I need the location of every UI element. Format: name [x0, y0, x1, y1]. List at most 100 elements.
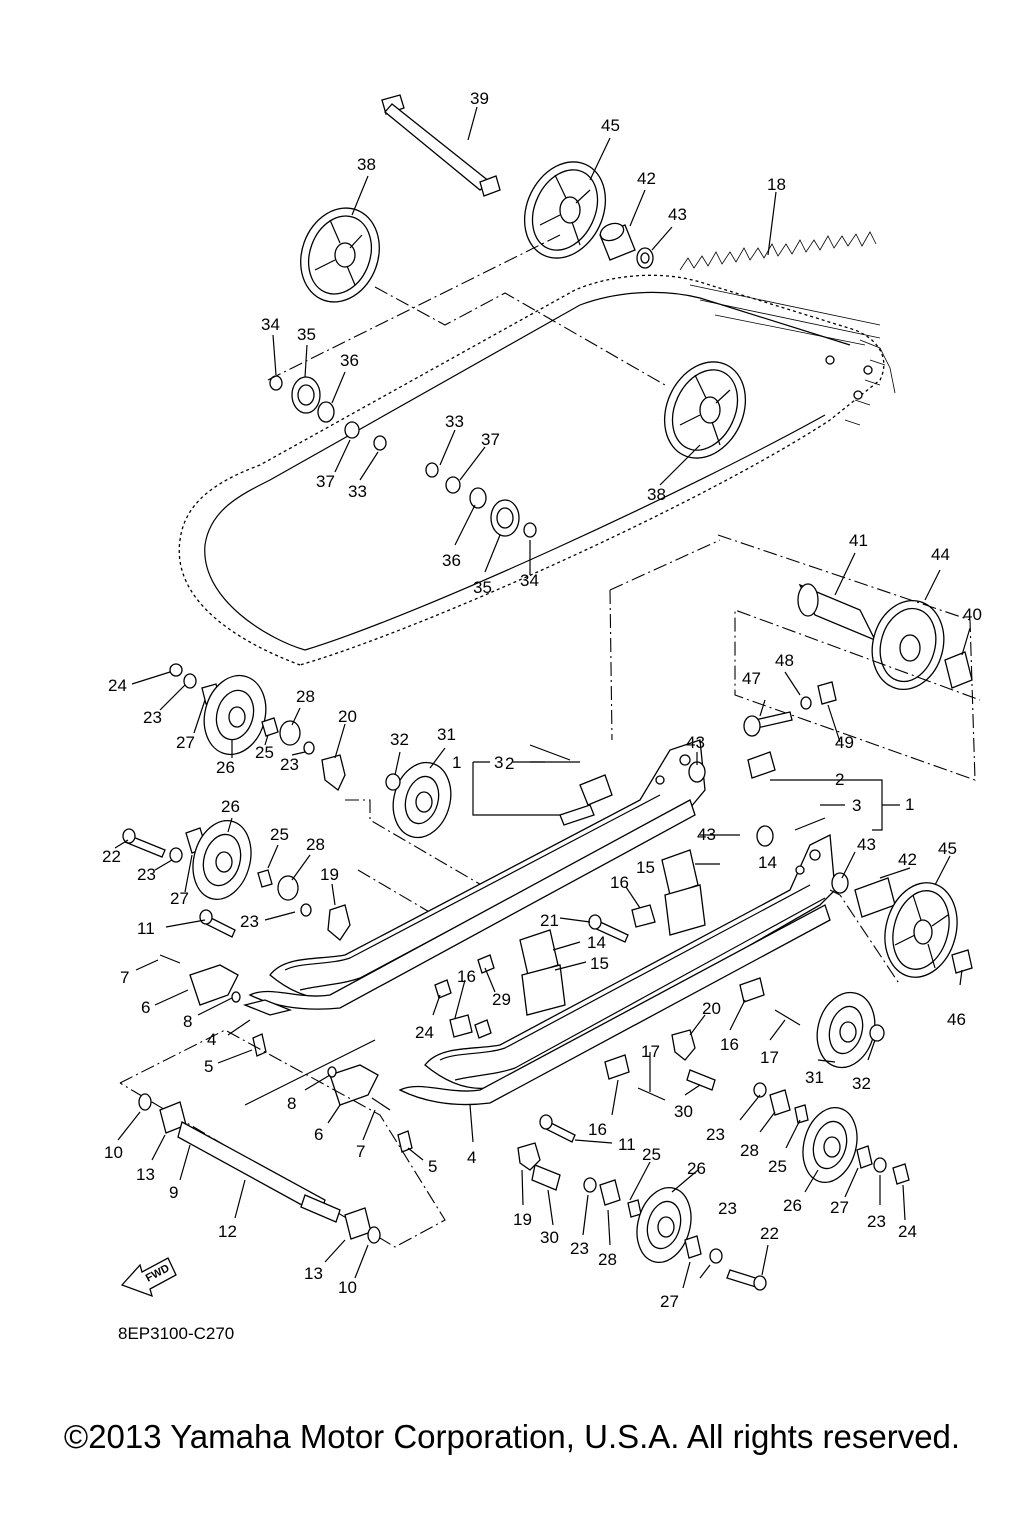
callout-14: 14: [758, 853, 777, 872]
callout-27: 27: [660, 1292, 679, 1311]
callout-23: 23: [867, 1212, 886, 1231]
callout-39: 39: [470, 89, 489, 108]
left-wheel-group: [122, 663, 491, 941]
callout-17: 17: [760, 1048, 779, 1067]
callout-16: 16: [610, 873, 629, 892]
rear-axle-assembly: [267, 94, 747, 538]
callout-19: 19: [320, 865, 339, 884]
callout-8: 8: [287, 1094, 296, 1113]
callout-22: 22: [760, 1224, 779, 1243]
callout-35: 35: [297, 325, 316, 344]
front-axle-assembly: [119, 1029, 446, 1248]
callout-49: 49: [835, 733, 854, 752]
track-belt: [178, 231, 896, 666]
callout-5: 5: [428, 1157, 437, 1176]
callout-23: 23: [240, 912, 259, 931]
callout-33: 33: [445, 412, 464, 431]
callout-11: 11: [137, 919, 155, 938]
callout-23: 23: [137, 865, 156, 884]
callout-2: 2: [505, 754, 514, 773]
right-wheel-group: [583, 877, 973, 1291]
callout-46: 46: [947, 1010, 966, 1029]
callout-28: 28: [598, 1250, 617, 1269]
callout-32: 32: [852, 1074, 871, 1093]
callout-29: 29: [492, 990, 511, 1009]
callout-10: 10: [104, 1143, 123, 1162]
callout-38: 38: [647, 485, 666, 504]
callout-23: 23: [718, 1199, 737, 1218]
callout-23: 23: [706, 1125, 725, 1144]
callout-24: 24: [108, 676, 127, 695]
callout-27: 27: [170, 889, 189, 908]
callout-7: 7: [356, 1142, 365, 1161]
callout-12: 12: [218, 1222, 237, 1241]
callout-24: 24: [415, 1023, 434, 1042]
slide-rail-right: [398, 833, 836, 1106]
callout-31: 31: [805, 1068, 824, 1087]
callout-4: 4: [467, 1148, 476, 1167]
callout-28: 28: [296, 687, 315, 706]
callout-34: 34: [520, 571, 539, 590]
callout-30: 30: [540, 1228, 559, 1247]
callout-labels: 39 45 38 42 43 18 34 35 36 33 37 37 33 3…: [102, 89, 982, 1311]
callout-9: 9: [169, 1183, 178, 1202]
callout-36: 36: [340, 351, 359, 370]
rail-hardware: [159, 744, 849, 1191]
callout-19: 19: [513, 1210, 532, 1229]
forward-direction-icon: FWD: [120, 1257, 177, 1298]
callout-23: 23: [570, 1239, 589, 1258]
callout-37: 37: [481, 430, 500, 449]
callout-43: 43: [668, 205, 687, 224]
callout-15: 15: [636, 858, 655, 877]
callout-16: 16: [720, 1035, 739, 1054]
callout-6: 6: [314, 1125, 323, 1144]
callout-5: 5: [204, 1057, 213, 1076]
callout-31: 31: [437, 725, 456, 744]
callout-27: 27: [176, 733, 195, 752]
callout-1: 1: [905, 795, 914, 814]
callout-7: 7: [120, 968, 129, 987]
callout-13: 13: [136, 1165, 155, 1184]
idler-wheel-45-upper: [523, 161, 607, 259]
callout-14: 14: [587, 933, 606, 952]
callout-16: 16: [457, 967, 476, 986]
callout-26: 26: [221, 797, 240, 816]
callout-13: 13: [304, 1264, 323, 1283]
callout-23: 23: [280, 755, 299, 774]
callout-35: 35: [473, 578, 492, 597]
callout-30: 30: [674, 1102, 693, 1121]
idler-wheel-38-lower: [663, 361, 747, 459]
upper-shaft-assembly: [609, 534, 981, 781]
callout-10: 10: [338, 1278, 357, 1297]
callout-26: 26: [783, 1196, 802, 1215]
callout-41: 41: [849, 531, 868, 550]
callout-26: 26: [687, 1159, 706, 1178]
callout-25: 25: [270, 825, 289, 844]
callout-25: 25: [255, 743, 274, 762]
idler-wheel-38-upper: [300, 207, 380, 303]
callout-3: 3: [494, 753, 503, 772]
bolt-group-47-49: [743, 681, 837, 737]
callout-20: 20: [702, 999, 721, 1018]
callout-48: 48: [775, 651, 794, 670]
callout-37: 37: [316, 472, 335, 491]
callout-15: 15: [590, 954, 609, 973]
callout-27: 27: [830, 1198, 849, 1217]
callout-21: 21: [540, 911, 559, 930]
callout-45: 45: [601, 116, 620, 135]
callout-45: 45: [938, 839, 957, 858]
callout-6: 6: [141, 998, 150, 1017]
callout-16: 16: [588, 1120, 607, 1139]
leader-lines: [114, 106, 971, 1289]
callout-43: 43: [697, 825, 716, 844]
callout-11: 11: [618, 1135, 636, 1154]
callout-34: 34: [261, 315, 280, 334]
callout-40: 40: [963, 605, 982, 624]
callout-43: 43: [686, 733, 705, 752]
callout-47: 47: [742, 669, 761, 688]
callout-33: 33: [348, 482, 367, 501]
callout-26: 26: [216, 758, 235, 777]
callout-32: 32: [390, 730, 409, 749]
callout-25: 25: [642, 1145, 661, 1164]
